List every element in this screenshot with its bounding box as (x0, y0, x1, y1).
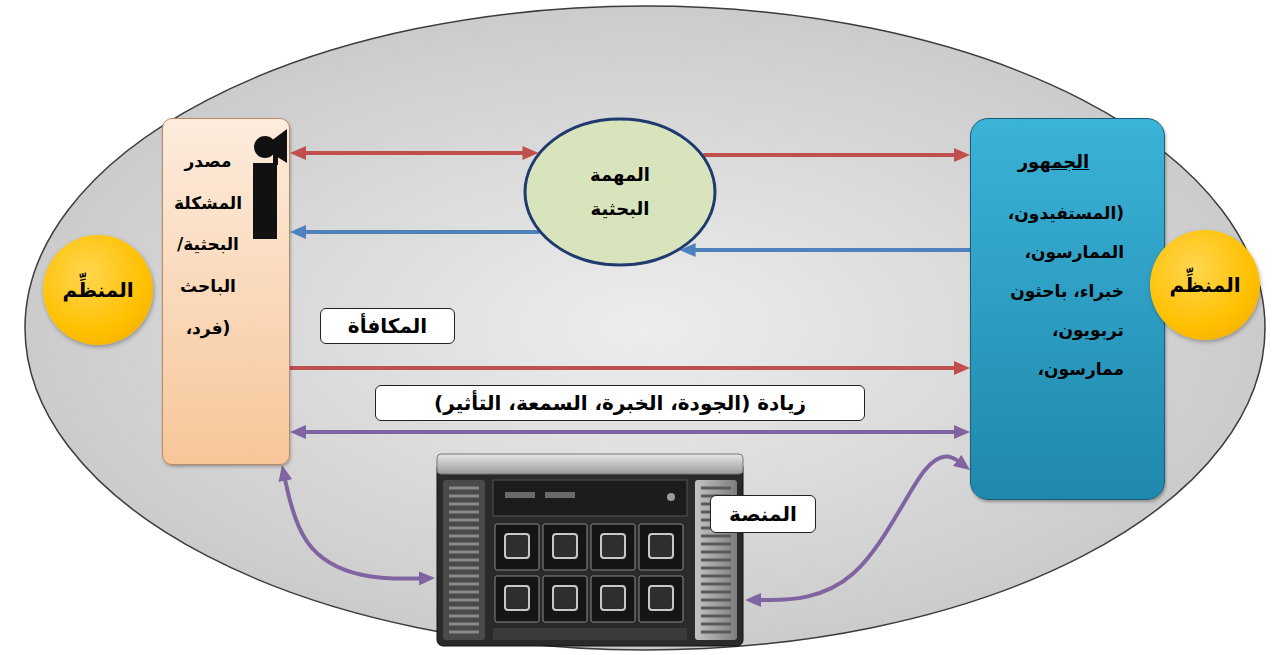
drive-handle (601, 534, 625, 558)
drive-bay (495, 576, 539, 622)
node-body-text: (المستفيدون، الممارسون، خبراء، باحثون تر… (983, 194, 1124, 389)
server-indicator (505, 492, 535, 498)
ellipse-outline (523, 117, 717, 267)
server-body (437, 462, 743, 646)
ground-ellipse (25, 6, 1265, 650)
server-vents (449, 488, 479, 632)
drive-bay (591, 576, 635, 622)
source-box: مصدر المشكلة البحثية/ الباحث (فرد، (162, 118, 290, 465)
node-text: المهمة البحثية (565, 158, 675, 226)
server-illustration (435, 452, 745, 648)
server-indicator (545, 492, 575, 498)
connector-arrow (686, 248, 970, 252)
node-text: الجمهور (983, 151, 1124, 172)
server-base (493, 628, 687, 640)
drive-bay (543, 524, 587, 570)
connector-arrow (296, 151, 532, 155)
task-ellipse: المهمة البحثية (523, 117, 717, 267)
connector-arrow (296, 230, 539, 234)
person-body (253, 163, 277, 239)
drive-handle (553, 534, 577, 558)
server-power-button (667, 493, 675, 501)
drive-bay (543, 576, 587, 622)
drive-handle (505, 586, 529, 610)
drive-handle (649, 534, 673, 558)
node-text: المنظِّم (62, 278, 133, 302)
connector-arrow (283, 471, 429, 579)
task-ellipse-shape (525, 119, 715, 265)
drive-bay (495, 524, 539, 570)
drive-bay (639, 524, 683, 570)
edge-label: زيادة (الجودة، الخبرة، السمعة، التأثير) (375, 385, 865, 421)
organizer-circle: المنظِّم (43, 235, 153, 345)
audience-box: الجمهور (المستفيدون، الممارسون، خبراء، با… (970, 118, 1165, 500)
megaphone-person-icon (249, 123, 289, 243)
server-top (437, 454, 743, 474)
organizer-circle: المنظِّم (1150, 230, 1260, 340)
drive-handle (505, 534, 529, 558)
drive-handle (601, 586, 625, 610)
node-text: المنظِّم (1169, 273, 1240, 297)
drive-handle (553, 586, 577, 610)
drive-bay (639, 576, 683, 622)
drive-bay (591, 524, 635, 570)
platform-server: المنصة (435, 452, 745, 648)
drive-handle (649, 586, 673, 610)
connector-arrow (703, 153, 964, 157)
server-front-panel (493, 480, 687, 516)
connector-arrow (296, 430, 964, 434)
node-text: مصدر المشكلة البحثية/ الباحث (فرد، (171, 141, 245, 349)
node-text: المنصة (710, 495, 816, 533)
server-left-panel (443, 480, 485, 640)
connector-arrow (290, 366, 964, 370)
edge-label: المكافأة (320, 308, 455, 344)
